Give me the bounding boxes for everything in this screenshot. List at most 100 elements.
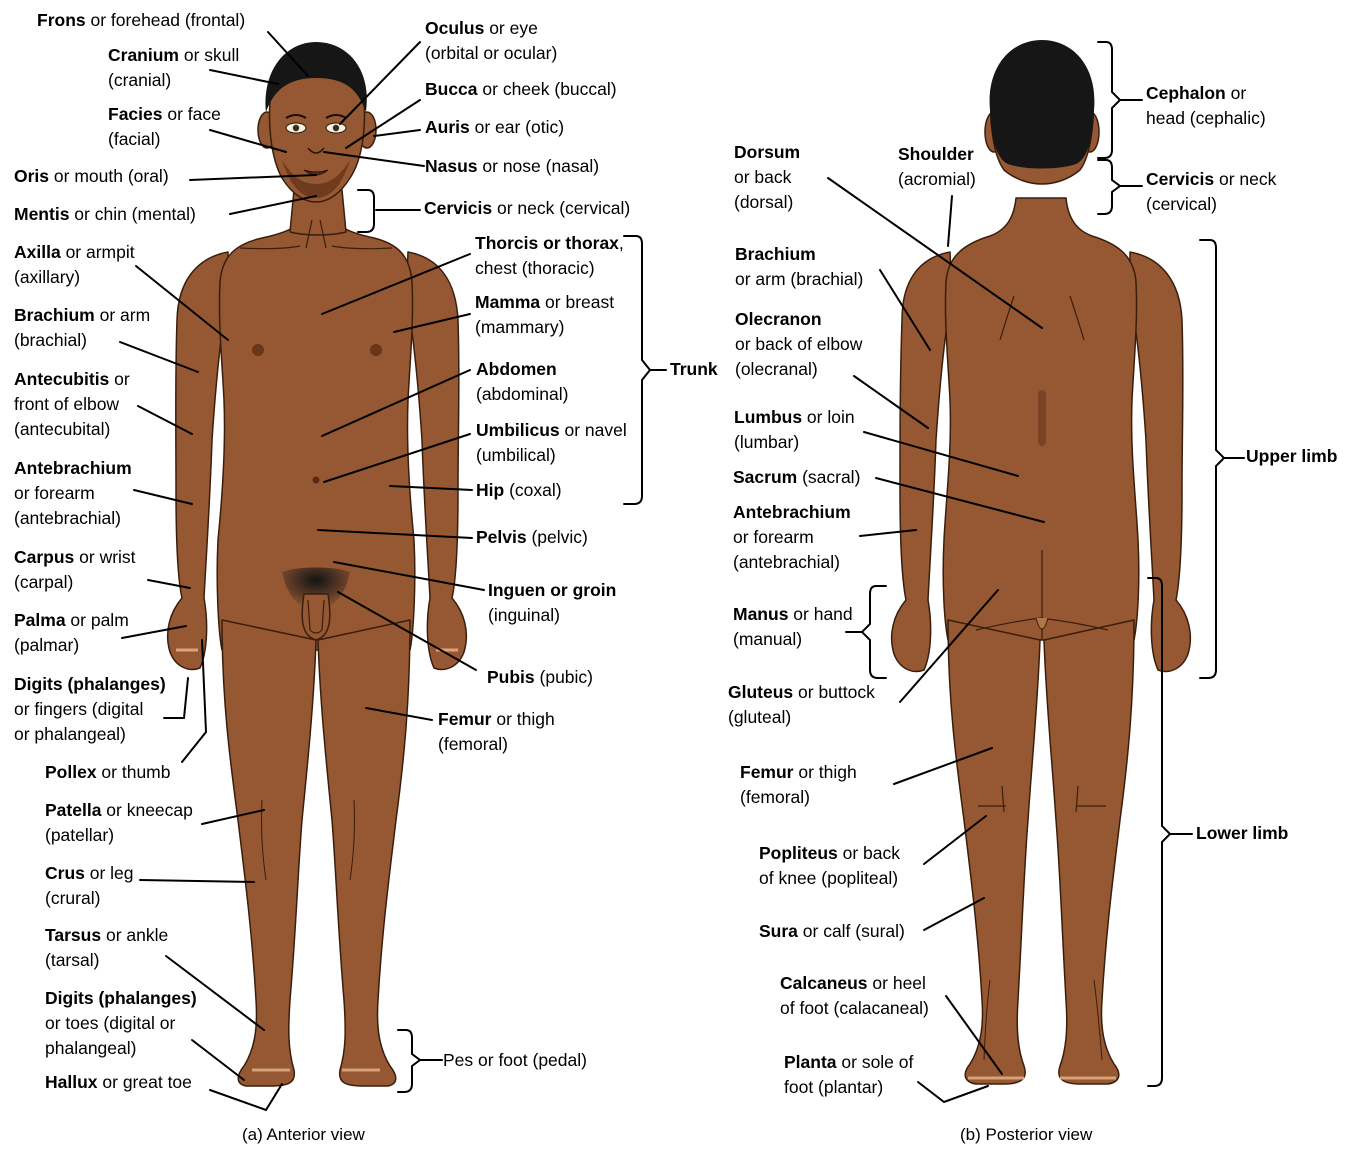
anterior-right-nipple [370,344,382,356]
label-term: Oris [14,166,50,186]
label-term: Planta [784,1052,837,1072]
posterior-right-leg [1043,619,1135,1085]
leader-brachium-a [119,341,199,373]
label-line: (manual) [733,627,853,652]
label-line: Brachium or arm [14,303,150,328]
label-line: Oris or mouth (oral) [14,164,169,189]
leader-oris [189,174,317,181]
label-line: (antecubital) [14,417,130,442]
label-text: (pelvic) [526,527,588,547]
label-line: head (cephalic) [1146,106,1266,131]
label-line: Sacrum (sacral) [733,465,860,490]
label-line: or back [734,165,800,190]
leader-oculus [339,41,421,125]
label-text: or back [837,843,901,863]
label-line: or arm (brachial) [735,267,863,292]
label-text: or arm (brachial) [735,269,864,289]
label-term: Femur [740,762,794,782]
label-gluteus: Gluteus or buttock(gluteal) [728,680,875,730]
label-text: phalangeal) [45,1038,137,1058]
label-line: (facial) [108,127,221,152]
label-text: or armpit [60,242,135,262]
label-line: of foot (calacaneal) [780,996,929,1021]
label-patella: Patella or kneecap(patellar) [45,798,193,848]
label-line: Femur or thigh [438,707,555,732]
label-line: (gluteal) [728,705,875,730]
label-term: Palma [14,610,66,630]
label-line: or forearm [733,525,851,550]
label-line: (abdominal) [476,382,568,407]
label-term: Digits (phalanges) [14,674,166,694]
label-line: Brachium [735,242,863,267]
label-line: Abdomen [476,357,568,382]
label-nasus: Nasus or nose (nasal) [425,154,599,179]
leader-sura [923,897,985,931]
label-term: Lumbus [734,407,803,427]
label-text: or toes (digital or [45,1013,176,1033]
label-line: (inguinal) [488,603,616,628]
label-term: Digits (phalanges) [45,988,197,1008]
label-line: (axillary) [14,265,135,290]
label-text: or breast [540,292,615,312]
label-line: Olecranon [735,307,862,332]
leader-abdomen [321,369,471,437]
label-line: (brachial) [14,328,150,353]
label-term: Patella [45,800,102,820]
label-text: or forearm [14,483,95,503]
label-term: Carpus [14,547,75,567]
posterior-left-arm [890,251,953,673]
leader-bucca [345,99,421,149]
label-text: or hand [788,604,853,624]
label-pes: Pes or foot (pedal) [443,1048,587,1073]
label-text: (mammary) [475,317,565,337]
label-line: (mammary) [475,315,614,340]
label-term: Tarsus [45,925,102,945]
label-text: (antebrachial) [733,552,840,572]
label-line: (antebrachial) [14,506,132,531]
label-text: (lumbar) [734,432,800,452]
label-text: (facial) [108,129,161,149]
label-term: Auris [425,117,470,137]
label-line: Carpus or wrist [14,545,136,570]
label-text: (femoral) [740,787,811,807]
label-text: (acromial) [898,169,976,189]
leader-nasus [323,151,425,167]
leader-hip [389,485,473,491]
label-text: (gluteal) [728,707,792,727]
label-femur-posterior: Femur or thigh(femoral) [740,760,857,810]
label-term: Brachium [735,244,816,264]
leader-patella [201,809,265,825]
label-line: Femur or thigh [740,760,857,785]
label-term: Cranium [108,45,179,65]
label-crus: Crus or leg(crural) [45,861,134,911]
leader-digits-foot [191,1039,245,1081]
leader-brachium-p [879,269,931,351]
bracket-pes [397,1029,422,1093]
label-text: (pubic) [534,667,594,687]
anterior-navel [312,476,320,484]
anterior-left-leg [221,619,317,1087]
anterior-left-arm [166,251,229,671]
leader-carpus [147,579,191,589]
label-abdomen: Abdomen(abdominal) [476,357,568,407]
label-line: (cervical) [1146,192,1276,217]
label-text: or neck [1214,169,1277,189]
anterior-right-arm [405,251,468,671]
leader-olecranon [853,375,929,429]
label-line: Nasus or nose (nasal) [425,154,599,179]
label-hip: Hip (coxal) [476,478,562,503]
label-oculus: Oculus or eye(orbital or ocular) [425,16,557,66]
label-line: or forearm [14,481,132,506]
label-text: or back of elbow [735,334,863,354]
label-line: (crural) [45,886,134,911]
label-term: Bucca [425,79,478,99]
label-text: (axillary) [14,267,81,287]
leader-shoulder [947,195,953,247]
label-line: of knee (popliteal) [759,866,900,891]
bracket-upper-limb [1199,239,1226,679]
label-line: Pes or foot (pedal) [443,1048,587,1073]
label-sura: Sura or calf (sural) [759,919,905,944]
